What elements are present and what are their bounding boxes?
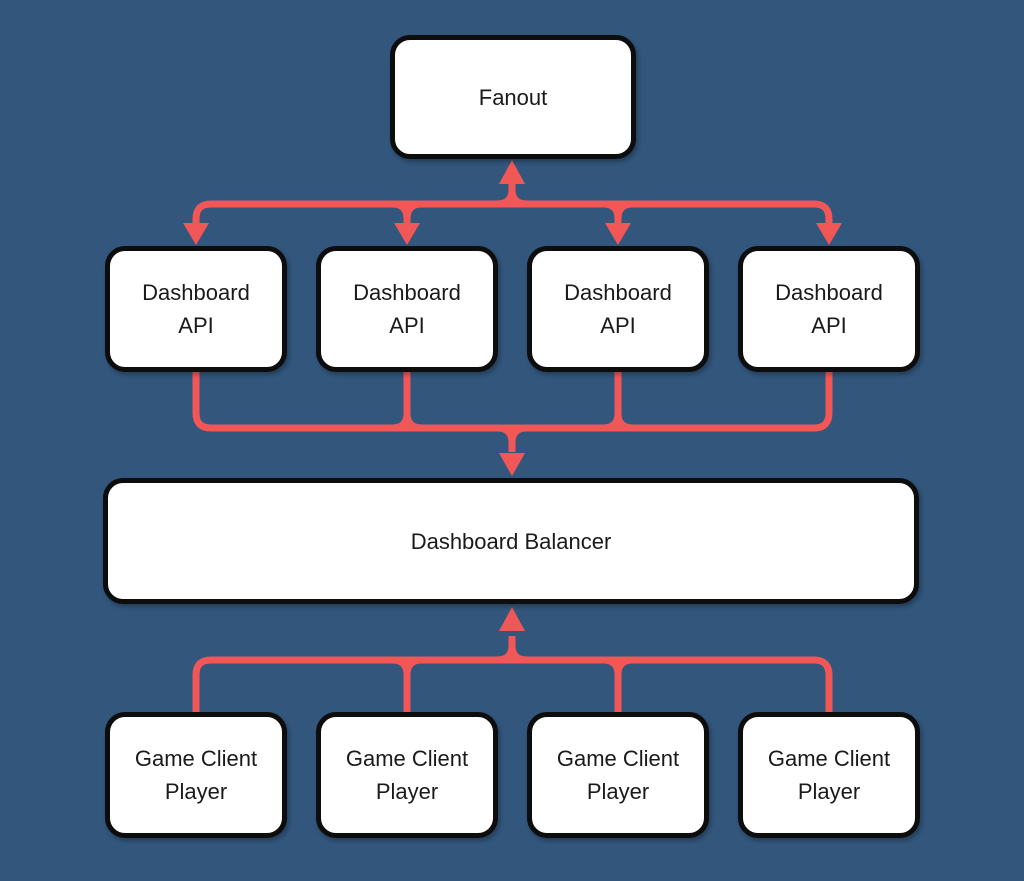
node-label: Game Client Player	[767, 746, 891, 804]
arrowhead-down-api-1	[183, 223, 209, 245]
node-dashboard-api-4: Dashboard API	[738, 246, 920, 372]
arrowhead-up-balancer	[499, 607, 525, 631]
node-game-client-player-4: Game Client Player	[738, 712, 920, 838]
node-fanout: Fanout	[390, 35, 636, 159]
node-dashboard-api-1: Dashboard API	[105, 246, 287, 372]
node-label: Fanout	[478, 84, 548, 110]
arrowhead-up-fanout	[499, 160, 525, 184]
connector-line	[508, 181, 833, 232]
connector-line	[391, 371, 423, 432]
node-label: Game Client Player	[556, 746, 680, 804]
node-game-client-player-2: Game Client Player	[316, 712, 498, 838]
node-label: Dashboard API	[142, 280, 250, 338]
edge-apis-balancer	[192, 371, 833, 476]
connector-line	[391, 656, 423, 713]
arrowhead-down-api-3	[605, 223, 631, 245]
node-label: Game Client Player	[345, 746, 469, 804]
node-label: Game Client Player	[134, 746, 258, 804]
connector-line	[602, 656, 634, 713]
connector-line	[602, 371, 634, 432]
node-label: Dashboard API	[353, 280, 461, 338]
node-label: Dashboard API	[775, 280, 883, 338]
arrowhead-down-api-2	[394, 223, 420, 245]
connector-line	[602, 200, 634, 232]
node-label: Dashboard Balancer	[410, 528, 612, 554]
connector-line	[391, 200, 423, 232]
edge-players-balancer	[192, 607, 833, 713]
connector-line	[508, 371, 833, 452]
node-dashboard-api-2: Dashboard API	[316, 246, 498, 372]
node-label: Dashboard API	[564, 280, 672, 338]
node-dashboard-api-3: Dashboard API	[527, 246, 709, 372]
node-dashboard-balancer: Dashboard Balancer	[103, 478, 919, 604]
arrowhead-down-balancer	[499, 453, 525, 476]
connector-line	[192, 636, 516, 713]
node-game-client-player-3: Game Client Player	[527, 712, 709, 838]
connector-line	[192, 371, 516, 452]
connector-line	[508, 636, 833, 713]
node-game-client-player-1: Game Client Player	[105, 712, 287, 838]
connector-line	[192, 181, 516, 232]
arrowhead-down-api-4	[816, 223, 842, 245]
edge-fanout-apis	[183, 160, 842, 245]
